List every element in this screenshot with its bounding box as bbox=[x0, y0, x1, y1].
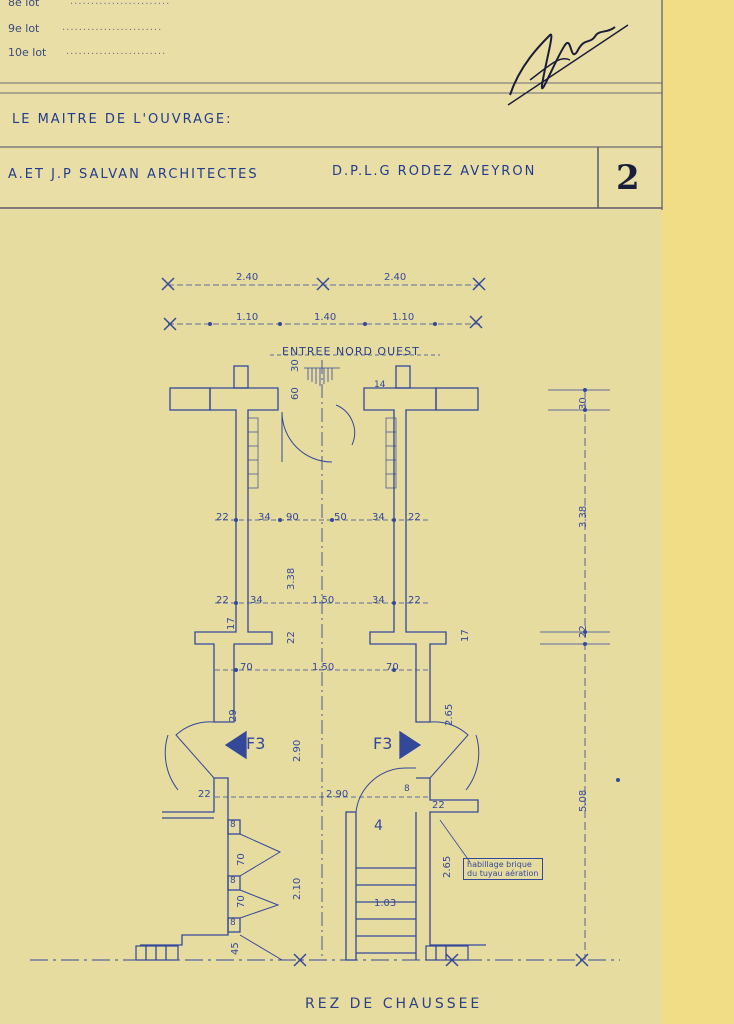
floor-label: REZ DE CHAUSSEE bbox=[305, 996, 483, 1012]
signature bbox=[507, 24, 629, 106]
dim-mid-22-right: 22 bbox=[408, 595, 421, 606]
lot-9-dots: ........................ bbox=[62, 22, 163, 33]
note-line-2: du tuyau aération bbox=[467, 869, 539, 878]
entrance-label: ENTREE NORD OUEST bbox=[282, 345, 420, 358]
dim-17-left: 17 bbox=[226, 617, 237, 630]
dim-entry-60: 60 bbox=[290, 387, 301, 400]
architects-label: A.ET J.P SALVAN ARCHITECTES bbox=[8, 167, 259, 182]
dim-upper-90: 90 bbox=[286, 512, 299, 523]
dim-upper-34-right: 34 bbox=[372, 512, 385, 523]
paper-right-margin bbox=[662, 0, 734, 1024]
dim-right-265b: 2.65 bbox=[442, 855, 453, 878]
location-label: D.P.L.G RODEZ AVEYRON bbox=[332, 164, 537, 179]
dim-left-70b: 70 bbox=[236, 895, 247, 908]
lot-8-label: 8e lot bbox=[8, 0, 40, 9]
lot-10-dots: ........................ bbox=[66, 46, 167, 57]
dim-left-8b: 8 bbox=[230, 876, 236, 886]
dim-entry-30: 30 bbox=[290, 359, 301, 372]
dim-right-22-lower: 22 bbox=[432, 800, 445, 811]
dim-mid-34-right: 34 bbox=[372, 595, 385, 606]
dim-lower-150: 1.50 bbox=[312, 662, 335, 673]
stair-number: 4 bbox=[374, 818, 383, 834]
dim-upper-50: 50 bbox=[334, 512, 347, 523]
dim-left-22: 22 bbox=[198, 789, 211, 800]
dim-entry-14: 14 bbox=[374, 380, 386, 390]
dim-top2-center: 1.40 bbox=[314, 312, 337, 323]
dim-center-290: 2.90 bbox=[292, 739, 303, 762]
dim-mid-150: 1.50 bbox=[312, 595, 335, 606]
dim-right-30: 30 bbox=[578, 397, 589, 410]
plan-paper bbox=[0, 210, 662, 1024]
dim-center-210: 2.10 bbox=[292, 877, 303, 900]
lot-10-label: 10e lot bbox=[8, 46, 47, 59]
note-line-1: habillage brique bbox=[467, 860, 532, 869]
room-label-f3-left: F3 bbox=[246, 734, 266, 753]
sheet-number: 2 bbox=[616, 158, 640, 198]
maitre-ouvrage-label: LE MAITRE DE L'OUVRAGE: bbox=[12, 112, 233, 127]
dim-top2-left: 1.10 bbox=[236, 312, 259, 323]
dim-right-265a: 2.65 bbox=[444, 703, 455, 726]
dim-top1-left: 2.40 bbox=[236, 272, 259, 283]
dim-left-8c: 8 bbox=[230, 918, 236, 928]
dim-center-22: 22 bbox=[286, 631, 297, 644]
dim-stair-width: 2.90 bbox=[326, 789, 349, 800]
dim-upper-34-left: 34 bbox=[258, 512, 271, 523]
lot-9-label: 9e lot bbox=[8, 22, 40, 35]
dim-lower-70-right: 70 bbox=[386, 662, 399, 673]
dim-center-338: 3.38 bbox=[286, 567, 297, 590]
dim-right-338: 3.38 bbox=[578, 505, 589, 528]
dim-left-8a: 8 bbox=[230, 820, 236, 830]
dim-right-508: 5.08 bbox=[578, 789, 589, 812]
dim-upper-22-right: 22 bbox=[408, 512, 421, 523]
dim-lower-70-left: 70 bbox=[240, 662, 253, 673]
dim-mid-22-left: 22 bbox=[216, 595, 229, 606]
title-block-lines bbox=[0, 0, 663, 210]
dim-stair-inner: 1.03 bbox=[374, 898, 397, 909]
dim-left-70a: 70 bbox=[236, 853, 247, 866]
lot-8-dots: ........................ bbox=[70, 0, 171, 7]
dim-right-22: 22 bbox=[578, 625, 589, 638]
annotation-note: habillage brique du tuyau aération bbox=[463, 858, 543, 880]
dim-upper-22-left: 22 bbox=[216, 512, 229, 523]
dim-right-8: 8 bbox=[404, 784, 410, 794]
dim-left-29: 29 bbox=[228, 709, 239, 722]
dim-17-right: 17 bbox=[460, 629, 471, 642]
dim-top1-right: 2.40 bbox=[384, 272, 407, 283]
dim-top2-right: 1.10 bbox=[392, 312, 415, 323]
room-label-f3-right: F3 bbox=[373, 734, 393, 753]
dim-mid-34-left: 34 bbox=[250, 595, 263, 606]
dim-left-45: 45 bbox=[230, 942, 241, 955]
